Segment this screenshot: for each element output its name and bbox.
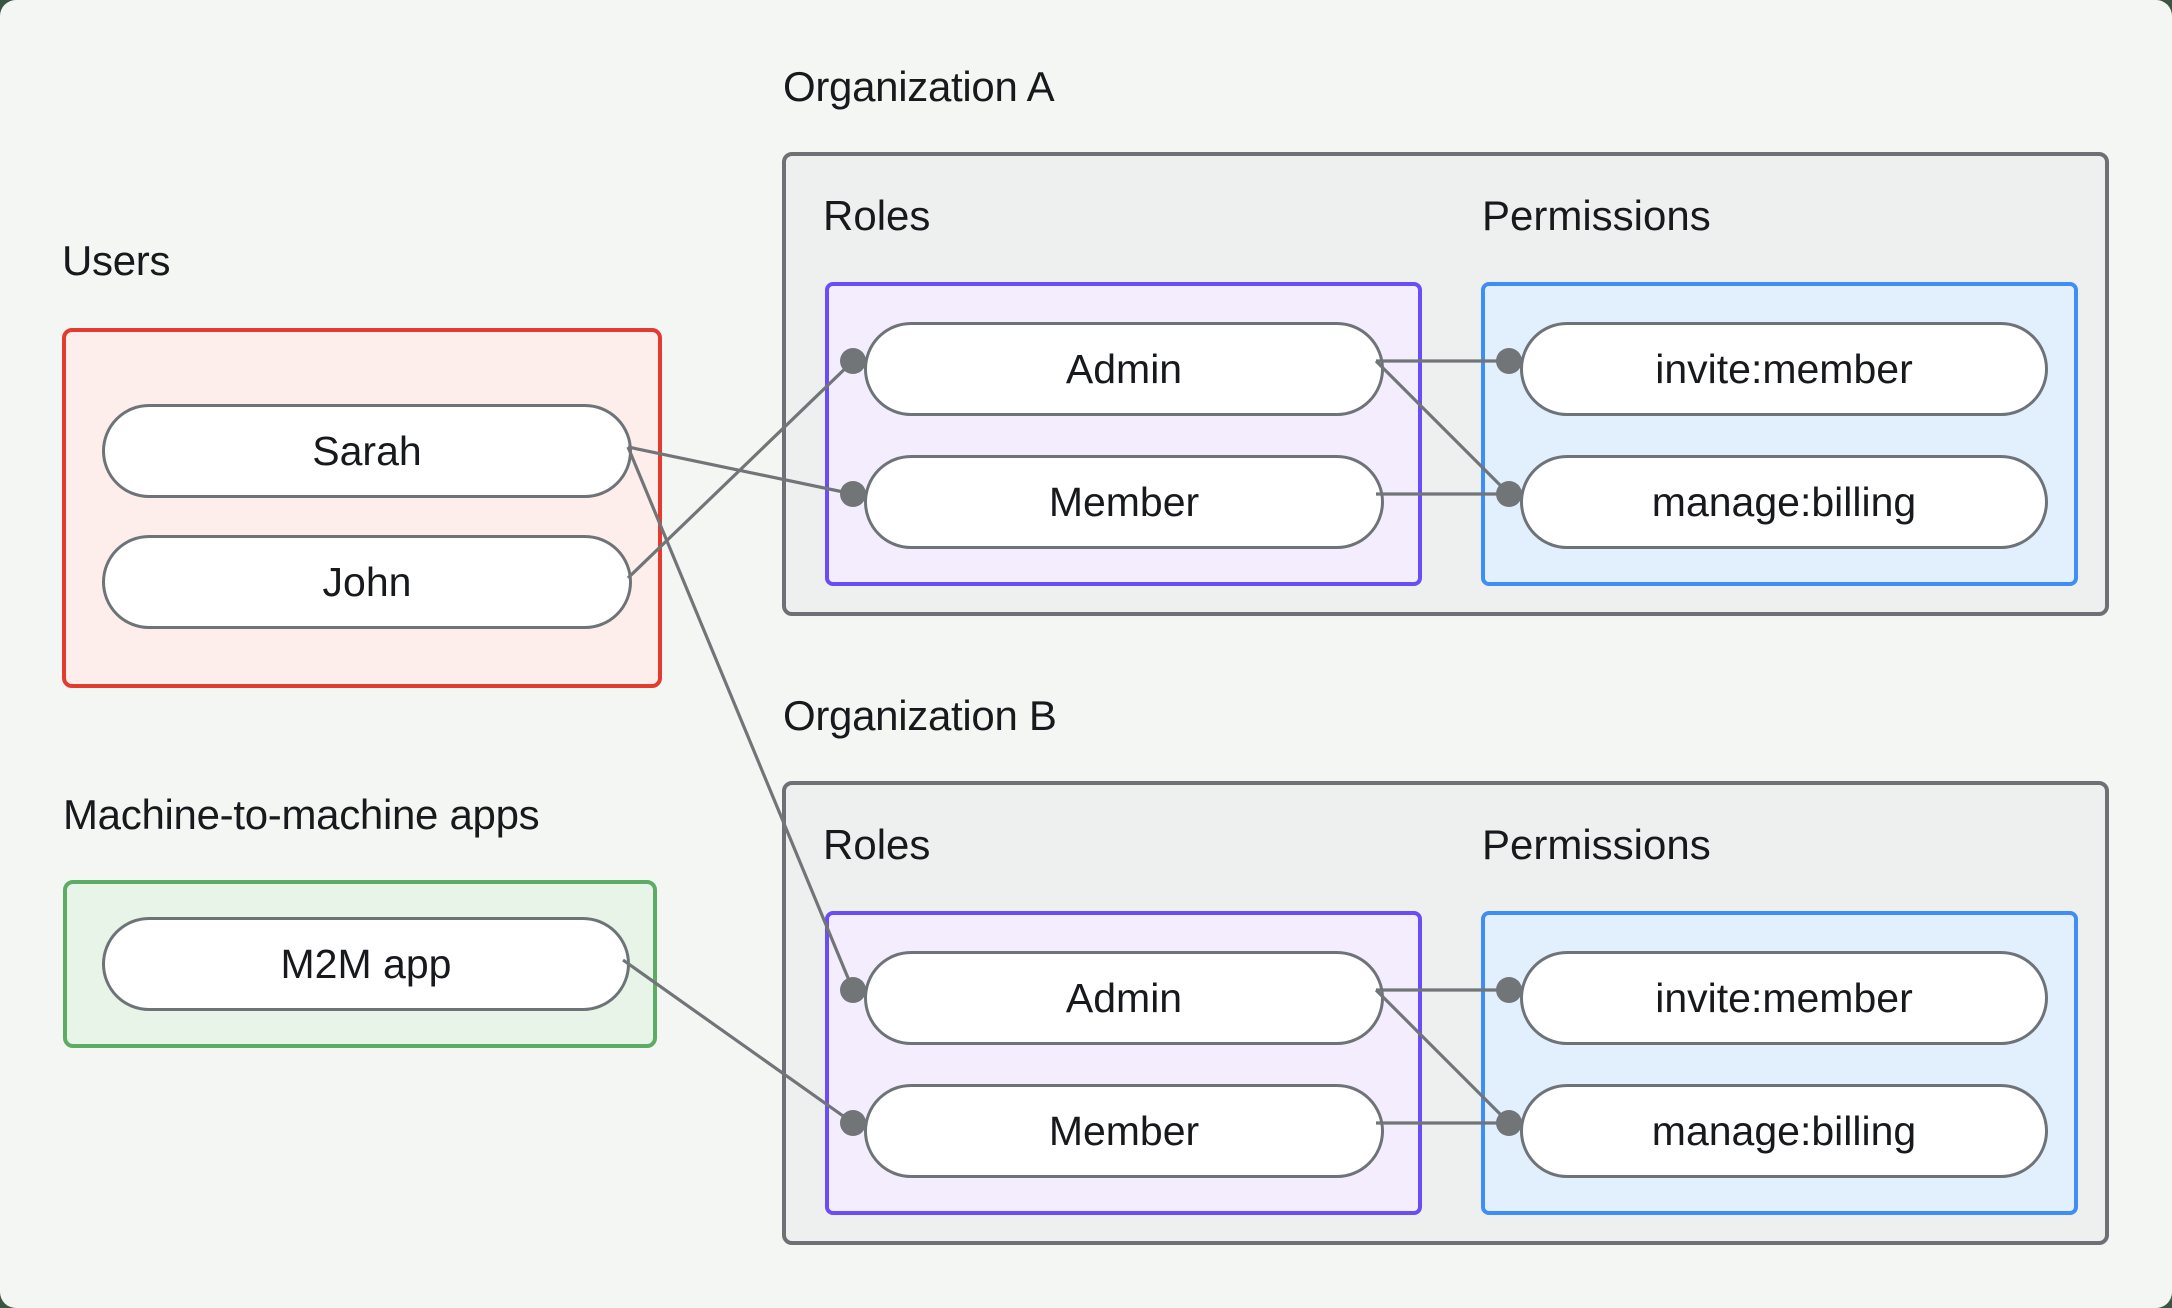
org-a-roles-box: Admin Member xyxy=(825,282,1422,586)
user-node-label: John xyxy=(322,558,412,605)
org-a-permission-manage-billing: manage:billing xyxy=(1520,455,2048,549)
permission-node-label: manage:billing xyxy=(1651,478,1917,525)
permission-node-label: invite:member xyxy=(1655,974,1913,1021)
m2m-app-node-label: M2M app xyxy=(280,940,452,987)
user-node-sarah: Sarah xyxy=(102,404,632,498)
role-node-label: Member xyxy=(1048,478,1200,525)
org-b-box: Roles Permissions Admin Member invite:me… xyxy=(782,781,2109,1245)
org-a-permissions-box: invite:member manage:billing xyxy=(1481,282,2078,586)
role-node-label: Member xyxy=(1048,1107,1200,1154)
org-b-permission-manage-billing: manage:billing xyxy=(1520,1084,2048,1178)
org-b-roles-box: Admin Member xyxy=(825,911,1422,1215)
users-group-box: Sarah John xyxy=(62,328,662,688)
role-node-label: Admin xyxy=(1065,345,1183,392)
m2m-group-label: Machine-to-machine apps xyxy=(63,791,540,838)
org-b-title: Organization B xyxy=(783,692,1057,739)
user-node-john: John xyxy=(102,535,632,629)
users-group-label: Users xyxy=(62,237,171,284)
org-a-roles-label: Roles xyxy=(823,192,931,239)
permission-node-label: invite:member xyxy=(1655,345,1913,392)
org-a-role-member: Member xyxy=(864,455,1384,549)
org-b-role-admin: Admin xyxy=(864,951,1384,1045)
org-b-role-member: Member xyxy=(864,1084,1384,1178)
org-b-roles-label: Roles xyxy=(823,821,931,868)
role-node-label: Admin xyxy=(1065,974,1183,1021)
permission-node-label: manage:billing xyxy=(1651,1107,1917,1154)
m2m-group-box: M2M app xyxy=(63,880,657,1048)
org-a-box: Roles Permissions Admin Member invite:me… xyxy=(782,152,2109,616)
org-a-role-admin: Admin xyxy=(864,322,1384,416)
user-node-label: Sarah xyxy=(312,427,422,474)
org-b-permissions-box: invite:member manage:billing xyxy=(1481,911,2078,1215)
org-a-permission-invite-member: invite:member xyxy=(1520,322,2048,416)
org-a-permissions-label: Permissions xyxy=(1482,192,1711,239)
org-a-title: Organization A xyxy=(783,63,1055,110)
org-b-permission-invite-member: invite:member xyxy=(1520,951,2048,1045)
m2m-app-node: M2M app xyxy=(102,917,630,1011)
org-b-permissions-label: Permissions xyxy=(1482,821,1711,868)
